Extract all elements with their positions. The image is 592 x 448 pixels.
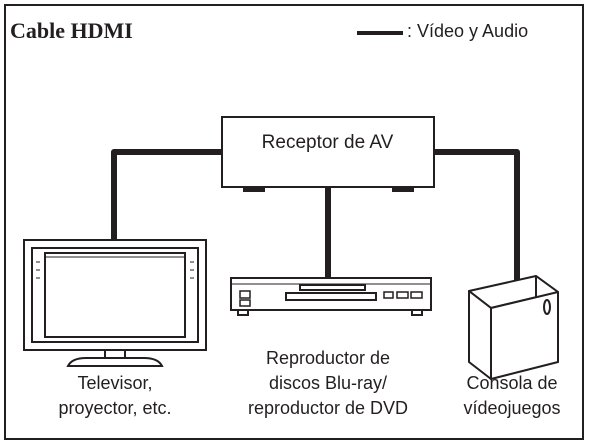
av-receiver-icon [221,116,435,192]
console-label-line: vídeojuegos [463,398,561,418]
player-label-line: Reproductor de [265,348,391,368]
console-label: Consola de vídeojuegos [446,371,578,421]
console-label-line: Consola de [466,373,558,393]
hdmi-cables [111,149,520,280]
player-label-line: reproductor de DVD [247,398,409,418]
receiver-label: Receptor de AV [261,132,394,153]
disc-player-icon [230,277,432,316]
cable-receiver-to-tv [111,149,222,242]
player-label-line: discos Blu-ray/ [268,373,388,393]
legend-label: : Vídeo y Audio [407,21,529,41]
legend-cable-swatch [357,31,403,35]
diagram-title: Cable HDMI [10,18,133,43]
tv-label-line: proyector, etc. [58,398,172,418]
tv-label: Televisor, proyector, etc. [20,371,210,421]
player-label: Reproductor de discos Blu-ray/ reproduct… [228,346,428,421]
game-console-icon [468,275,559,380]
cable-receiver-to-console [434,149,520,280]
tv-label-line: Televisor, [77,373,153,393]
television-icon [23,239,207,367]
